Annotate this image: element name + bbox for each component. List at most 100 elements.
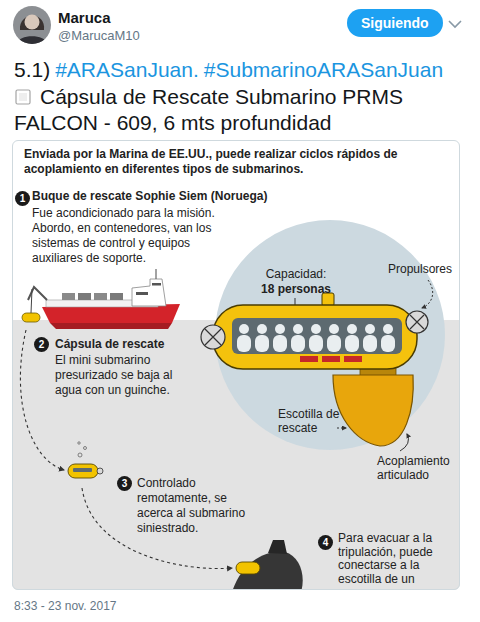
square-icon [19,93,27,101]
callout-number: 4 [318,535,333,550]
thruster [97,468,103,474]
avatar-body [15,36,49,46]
occupant [363,335,377,352]
rescue-capsule [68,464,98,478]
text-holder: 1 [15,191,30,206]
occupant [327,335,341,352]
ship-mast [155,269,156,279]
occupant [273,335,287,352]
text-holder: Siguiendo [361,9,429,37]
callout-number: 3 [117,476,132,491]
leader-line [295,298,296,305]
occupant [381,335,395,352]
callout-number: 4 [318,535,333,550]
occupant [383,324,393,334]
text-holder: Cápsula de rescate [55,337,164,351]
ship-window [136,292,148,295]
rescue-capsule [236,562,260,574]
step-text: El mini submarino presurizado se baja al… [55,353,190,398]
leader-line [422,280,433,308]
occupant [311,324,321,334]
thruster [406,311,428,333]
scene [12,220,460,590]
text-holder: Controlado remotamente, se acerca al sub… [137,476,249,536]
callout-number: 3 [117,476,132,491]
text-holder: Fue acondicionado para la misión. Abordo… [32,206,227,266]
capsule-body [213,305,417,369]
rescue-hatch-skirt [333,375,413,446]
text-holder: 2 [34,337,49,352]
text-holder: Capacidad: [246,267,346,282]
thruster [205,329,221,345]
ship-window [152,283,161,286]
container [78,293,91,300]
callout-circle [117,476,132,491]
leader-line [337,428,346,429]
avatar-face [25,15,40,30]
text-holder: @MarucaM10 [58,28,140,44]
menu-chevron [449,21,461,27]
text-holder: 3 [117,476,132,491]
thruster [410,315,424,329]
step-heading: Buque de rescate Sophie Siem (Noruega) [32,189,267,203]
avatar [13,6,51,46]
callout-number: 2 [34,337,49,352]
text-holder: Para evacuar a la tripulación, puede con… [338,532,450,586]
text-holder: Acoplamiento articulado [377,454,457,482]
callout-number: 2 [34,337,49,352]
infographic-heading: Enviada por la Marina de EE.UU., puede r… [24,147,452,177]
text-holder: Enviada por la Marina de EE.UU., puede r… [24,147,452,177]
text-holder: Buque de rescate Sophie Siem (Noruega) [32,189,267,203]
capacity-value: 18 personas [246,282,346,297]
occupant [347,324,357,334]
ship-bridge [132,279,166,306]
occupant [291,335,305,352]
rescue-capsule [22,313,40,322]
occupant [293,324,303,334]
a-frame-crane [28,287,47,300]
callout-circle [15,191,30,206]
square-icon [16,90,30,104]
text-holder: 8:33 - 23 nov. 2017 [14,599,117,613]
seat [300,356,318,362]
step-text: Controlado remotamente, se acerca al sub… [137,476,249,536]
text-holder: Cápsula de Rescate Submarino PRMS FALCON… [14,84,470,136]
card-ground [12,140,460,590]
text-holder: Maruca [58,9,111,27]
magnified-view: Capacidad:18 personasEscotilla de rescat… [216,221,446,451]
tweet-line: 5.1)#ARASanJuan.#SubmarinoARASanJuan [14,57,443,82]
seat [344,356,362,362]
user-handle: @MarucaM10 [58,28,140,44]
occupant [255,335,269,352]
occupant [345,335,359,352]
part-label: Escotilla de rescate [278,407,340,435]
capsule-window [232,318,402,354]
step-text: Fue acondicionado para la misión. Abordo… [32,206,227,266]
capacity-label: Capacidad: [246,267,346,282]
occupants [237,324,395,352]
text-holder: Propulsores [388,262,452,276]
occupant [257,324,267,334]
occupant [329,324,339,334]
bubble [78,453,82,457]
text-holder: 4 [318,535,333,550]
text-holder: 18 personas [246,282,346,297]
callout-number: 1 [15,191,30,206]
part-label: Acoplamiento articulado [377,454,457,482]
follow-button: Siguiendo [347,9,443,37]
occupant [239,324,249,334]
path-arrow [20,330,64,470]
hashtag: #SubmarinoARASanJuan [204,57,443,82]
display-name: Maruca [58,9,111,27]
callout-number: 1 [15,191,30,206]
bubble [78,442,80,444]
bubble [84,447,87,450]
step-text: Para evacuar a la tripulación, puede con… [338,532,450,586]
leader-line [400,434,408,451]
step-heading: Cápsula de rescate [55,337,164,351]
text-holder: El mini submarino presurizado se baja al… [55,353,190,398]
hashtag: #ARASanJuan. [55,57,199,82]
occupant [309,335,323,352]
container [110,293,123,300]
tweet-text: Cápsula de Rescate Submarino PRMS FALCON… [14,84,470,136]
